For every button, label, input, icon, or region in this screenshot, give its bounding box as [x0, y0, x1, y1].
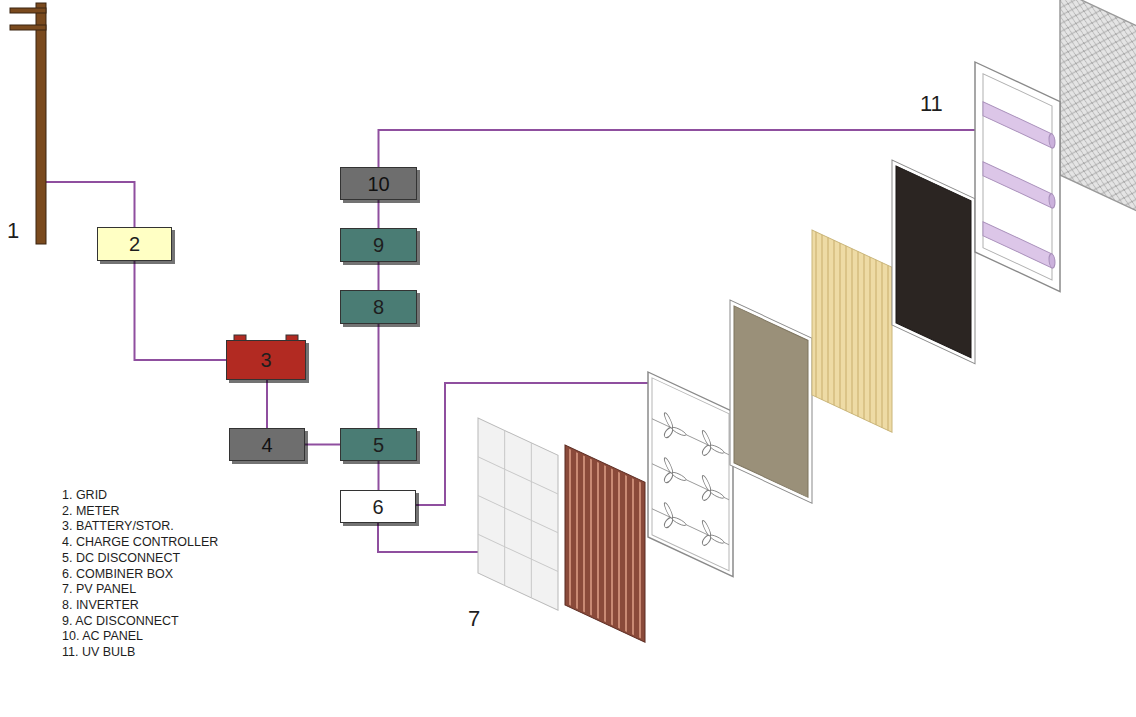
uv-frame-drawing: [975, 62, 1060, 293]
pole-drawing: [5, 0, 46, 245]
key-list-item: 10. AC PANEL: [62, 629, 218, 645]
wire-connector: [378, 200, 380, 228]
callout-number: 3: [260, 350, 271, 370]
key-list-item: 8. INVERTER: [62, 598, 218, 614]
callout-number: 1: [7, 220, 19, 242]
wire-connector: [378, 523, 478, 552]
wire-connector: [135, 261, 227, 360]
callout-number: 6: [372, 497, 383, 517]
battery-box: 3: [226, 340, 306, 380]
callout-number: 10: [367, 174, 389, 194]
key-list-item: 6. COMBINER BOX: [62, 567, 218, 583]
callout-number: 9: [373, 235, 384, 255]
controller-box: 4: [229, 428, 305, 461]
wire-connector: [305, 444, 340, 446]
board-layer: [730, 300, 812, 503]
combiner-box: 6: [340, 490, 416, 523]
key-list-item: 3. BATTERY/STOR.: [62, 519, 218, 535]
uv-bulb-frame: 11: [975, 62, 1060, 293]
callout-number: 2: [129, 234, 140, 254]
inverter-box: 8: [340, 290, 417, 324]
callout-number: 8: [373, 297, 384, 317]
key-list-item: 5. DC DISCONNECT: [62, 551, 218, 567]
wood-slat-layer: [565, 445, 645, 642]
dark-layer: [892, 160, 975, 364]
key-list-item: 4. CHARGE CONTROLLER: [62, 535, 218, 551]
pv-panel-drawing: [478, 418, 558, 612]
mesh-layer: [1060, 0, 1136, 212]
callout-number: 4: [261, 435, 272, 455]
key-list-item: 2. METER: [62, 504, 218, 520]
disconnect-box: 9: [340, 228, 417, 262]
key-list-item: 7. PV PANEL: [62, 582, 218, 598]
wire-connector: [378, 262, 380, 290]
disconnect-box: 5: [340, 428, 417, 461]
utility-pole: 1: [5, 0, 46, 245]
wire-connector: [46, 182, 135, 227]
ac-panel-box: 10: [340, 167, 417, 200]
fan-layer: [648, 372, 733, 577]
callout-number: 11: [920, 93, 943, 115]
wire-connector: [378, 324, 380, 428]
corrugated-layer: [812, 230, 892, 432]
callout-number: 7: [468, 608, 480, 630]
key-list-item: 9. AC DISCONNECT: [62, 614, 218, 630]
key-list-item: 1. GRID: [62, 488, 218, 504]
wire-connector: [379, 130, 976, 167]
key-list-item: 11. UV BULB: [62, 645, 218, 661]
wire-connector: [266, 380, 268, 428]
pv-panel: 7: [478, 418, 558, 612]
meter-box: 2: [97, 227, 172, 261]
callout-number: 5: [373, 435, 384, 455]
wire-connector: [378, 461, 380, 490]
